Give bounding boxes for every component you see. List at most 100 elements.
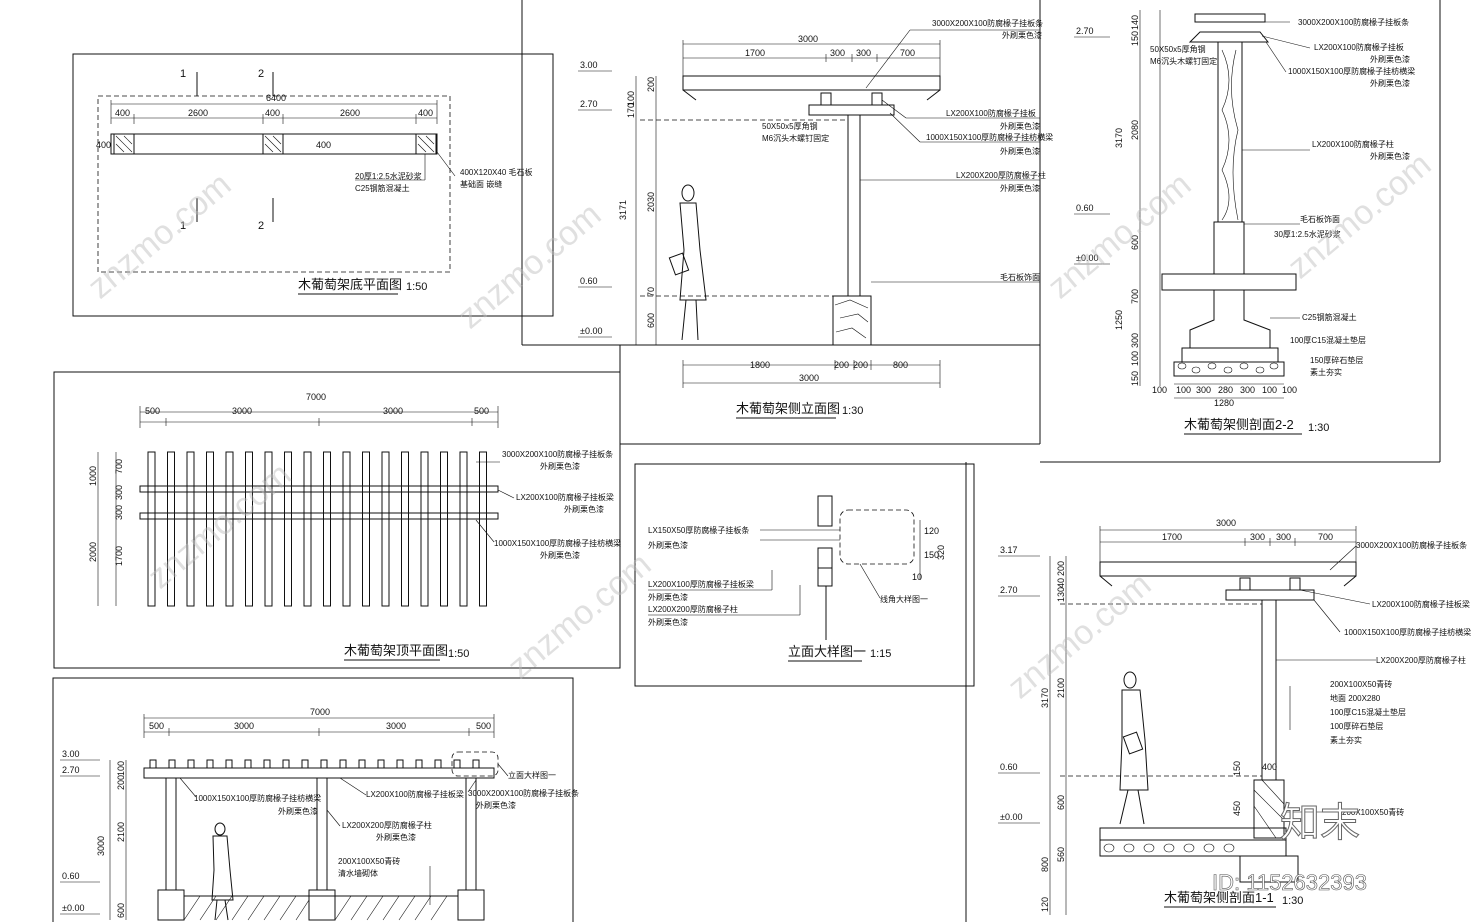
section-mark-label: 1: [180, 220, 186, 232]
rafter-end: [149, 759, 157, 769]
dim-text: 200: [834, 360, 849, 370]
section22-title: 木葡萄架侧剖面2-2: [1184, 417, 1294, 432]
watermark-text: znzmo.com: [81, 165, 239, 306]
rafter-end: [282, 759, 290, 769]
plan-base-title: 木葡萄架底平面图: [298, 277, 402, 292]
note-text: LX200X200厚防腐椽子柱: [1376, 655, 1466, 665]
section-mark-label: 2: [258, 68, 264, 80]
note-text: 外刷栗色漆: [1370, 54, 1410, 64]
plan-base-outline: [97, 95, 451, 273]
note-text: LX200X100防腐椽子挂板梁: [1372, 599, 1470, 609]
dim-text: 280: [1218, 385, 1233, 395]
dim-text: 120: [924, 526, 939, 536]
dim-text: 100: [1262, 385, 1277, 395]
note-text: LX150X50厚防腐椽子挂板条: [648, 525, 749, 535]
rafter-slat: [459, 451, 468, 607]
note-text: 3000X200X100防腐椽子挂板条: [1298, 17, 1409, 27]
dim-text: 3171: [618, 200, 628, 220]
dim-text: 560: [1056, 847, 1066, 862]
watermark-text: znzmo.com: [451, 195, 609, 336]
dim-text: 500: [476, 721, 491, 731]
note-text: 外刷栗色漆: [376, 832, 416, 842]
note-text: 1000X150X100厚防腐椽子挂枋横梁: [1288, 66, 1415, 76]
note-text: LX200X200厚防腐椽子柱: [648, 604, 738, 614]
human-figure: [211, 822, 234, 921]
dim-text: 100: [1282, 385, 1297, 395]
rafter-end: [168, 759, 176, 769]
side-elev-post: [847, 114, 861, 297]
rafter-slat: [401, 451, 409, 607]
note-text: 200X100X50青砖: [1342, 807, 1404, 817]
rafter-slat: [362, 451, 370, 607]
dim-text: 3000: [799, 373, 819, 383]
note-text: 外刷栗色漆: [278, 806, 318, 816]
section11-scale: 1:30: [1282, 895, 1303, 907]
note-text: 地面 200X280: [1330, 693, 1381, 703]
s11-brick-base: [1253, 779, 1285, 839]
note-text: 30厚1:2.5水泥砂浆: [1274, 229, 1341, 239]
plan-top-view: 7000 500 3000 3000 500 1000 700 300 300 …: [53, 371, 621, 669]
level-mark: 2.70: [1000, 585, 1018, 595]
note-text: 素土夯实: [1310, 367, 1342, 377]
s22-gravel-bed: [1173, 361, 1285, 377]
note-text: 外刷栗色漆: [648, 592, 688, 602]
note-text: M6沉头木螺钉固定: [1150, 56, 1217, 66]
plan-top-main-beam: [139, 485, 499, 493]
note-text: 立面大样图一: [508, 770, 556, 780]
rafter-slat: [264, 451, 273, 607]
rafter-slat: [147, 451, 156, 607]
dim-text: 150: [1232, 761, 1242, 776]
dim-text: 40: [1056, 578, 1066, 588]
level-mark: 3.00: [580, 60, 598, 70]
rafter-end: [434, 759, 442, 769]
dim-text: 500: [149, 721, 164, 731]
footing-mid: [262, 133, 284, 155]
dim-text: 2600: [188, 108, 208, 118]
side-elev-crossbeam: [808, 104, 895, 116]
dim-text: 150: [1130, 371, 1140, 386]
dim-text: 400: [418, 108, 433, 118]
note-text: 外刷栗色漆: [564, 504, 604, 514]
dim-text: 1700: [114, 546, 124, 566]
s11-post: [1261, 599, 1277, 781]
note-text: LX200X100防腐椽子挂板梁: [366, 789, 464, 799]
note-text: 3000X200X100防腐椽子挂板条: [468, 788, 579, 798]
dim-text: 2000: [88, 542, 98, 562]
note-text: 50X50x5厚角钢: [762, 121, 818, 131]
plan-top-scale: 1:50: [448, 648, 469, 660]
dim-text: 100: [626, 91, 636, 106]
dim-text: 1000: [88, 466, 98, 486]
note-text: LX200X200厚防腐椽子柱: [342, 820, 432, 830]
rafter-end: [415, 759, 423, 769]
dim-text: 1280: [1214, 398, 1234, 408]
note-text: LX200X100防腐椽子挂板: [946, 108, 1036, 118]
note-text: 3000X200X100防腐椽子挂板条: [502, 449, 613, 459]
dim-text: 120: [1040, 897, 1050, 912]
note-text: 毛石板饰面: [1300, 214, 1340, 224]
dim-text: 200: [116, 775, 126, 790]
plan-base-scale: 1:50: [406, 281, 427, 293]
detail-post-cap: [817, 567, 833, 587]
rafter-end: [320, 759, 328, 769]
dim-text: 140: [1130, 15, 1140, 30]
dim-text: 700: [1130, 289, 1140, 304]
note-text: C25钢筋混凝土: [1302, 312, 1357, 322]
note-text: 清水墙砌体: [338, 868, 378, 878]
rafter-end: [225, 759, 233, 769]
level-mark: ±0.00: [62, 903, 84, 913]
level-mark: 2.70: [1076, 26, 1094, 36]
rafter-end: [187, 759, 195, 769]
rafter-end: [301, 759, 309, 769]
dim-text: 450: [1232, 801, 1242, 816]
note-text: LX200X100防腐椽子柱: [1312, 139, 1394, 149]
side-elev-title: 木葡萄架侧立面图: [736, 401, 840, 416]
dim-text: 800: [1040, 857, 1050, 872]
note-text: 100厚C15混凝土垫层: [1330, 707, 1406, 717]
dim-text: 3000: [232, 406, 252, 416]
rafter-slat: [186, 451, 195, 607]
dim-text: 2080: [1130, 120, 1140, 140]
dim-text: 200: [646, 77, 656, 92]
rafter-end: [453, 759, 461, 769]
dim-text: 70: [646, 287, 656, 297]
dim-text: 300: [1250, 532, 1265, 542]
